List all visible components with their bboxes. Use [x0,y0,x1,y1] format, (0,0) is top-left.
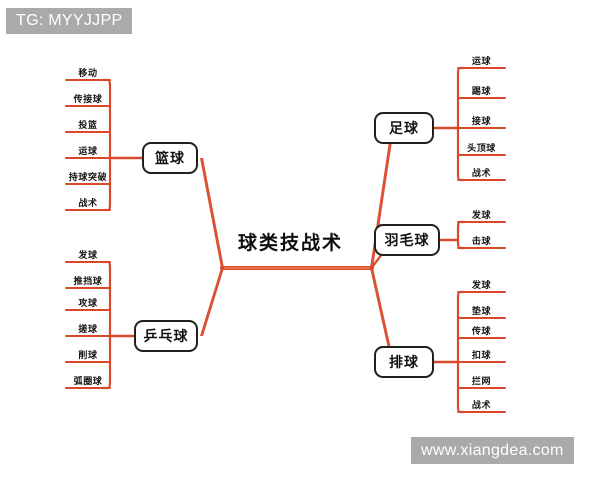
leaf-label[interactable]: 传接球 [73,95,103,105]
leaf-label[interactable]: 持球突破 [68,173,108,183]
branch-node-badminton[interactable]: 羽毛球 [374,224,440,256]
leaf-label[interactable]: 运球 [78,147,98,157]
branch-node-basketball[interactable]: 篮球 [142,142,198,174]
branch-node-volleyball[interactable]: 排球 [374,346,434,378]
root-node[interactable]: 球类技战术 [238,232,344,254]
leaf-label[interactable]: 垫球 [471,307,492,317]
leaf-label[interactable]: 头顶球 [467,144,496,154]
node-stubs [110,126,458,364]
leaf-label[interactable]: 战术 [78,199,98,209]
branch-node-table-tennis[interactable]: 乒乓球 [134,320,198,352]
leaf-label[interactable]: 发球 [471,211,492,221]
leaf-label[interactable]: 战术 [471,169,492,179]
leaf-label[interactable]: 运球 [471,57,492,67]
leaf-label[interactable]: 踢球 [471,87,492,97]
leaf-label[interactable]: 战术 [471,401,492,411]
leaf-label[interactable]: 移动 [78,69,98,79]
leaf-label[interactable]: 拦网 [471,377,492,387]
leaf-label[interactable]: 削球 [78,351,98,361]
branch-node-football[interactable]: 足球 [374,112,434,144]
leaf-label[interactable]: 投篮 [78,121,98,131]
leaf-label[interactable]: 传球 [471,327,492,337]
leaf-label[interactable]: 搓球 [78,325,98,335]
watermark-top-left: TG: MYYJJPP [6,8,133,34]
leaf-label[interactable]: 接球 [471,117,492,127]
leaf-label[interactable]: 发球 [78,251,98,261]
leaf-label[interactable]: 发球 [471,281,492,291]
leaf-label[interactable]: 扣球 [471,351,492,361]
leaf-label[interactable]: 推挡球 [73,277,103,287]
branch-brackets [65,66,506,414]
leaf-label[interactable]: 击球 [471,237,492,247]
watermark-bottom-right: www.xiangdea.com [411,437,574,464]
leaf-label[interactable]: 攻球 [78,299,98,309]
leaf-label[interactable]: 弧圈球 [73,377,103,387]
